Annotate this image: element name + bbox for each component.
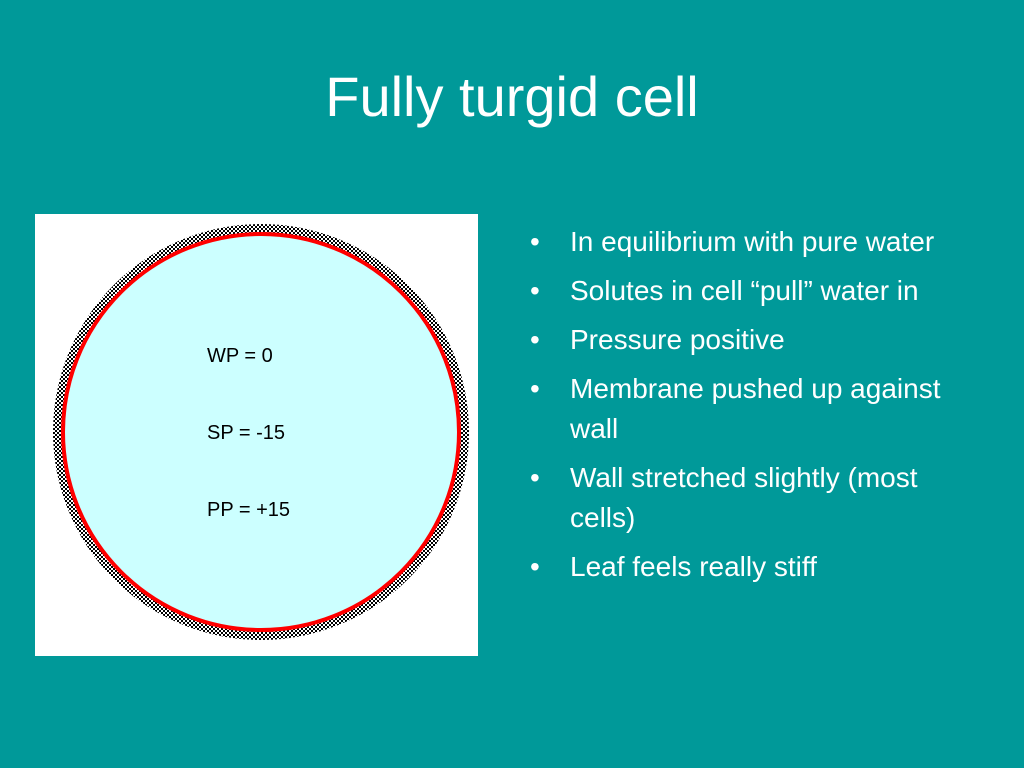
cell-diagram: WP = 0 SP = -15 PP = +15: [35, 214, 478, 656]
bullet-text: Leaf feels really stiff: [570, 551, 817, 582]
cell-diagram-graphic: [53, 224, 469, 640]
bullet-list: • In equilibrium with pure water • Solutes…: [530, 222, 975, 596]
bullet-item: • Wall stretched slightly (most cells): [530, 458, 975, 538]
bullet-glyph: •: [530, 324, 540, 355]
cell-interior: [64, 235, 458, 629]
bullet-text: Membrane pushed up against wall: [570, 373, 941, 444]
slide-title: Fully turgid cell: [325, 65, 699, 128]
bullet-glyph: •: [530, 226, 540, 257]
bullet-text: Solutes in cell “pull” water in: [570, 275, 919, 306]
cell-wall: [53, 224, 469, 640]
water-potential-label: WP = 0: [207, 345, 273, 367]
bullet-text: Pressure positive: [570, 324, 785, 355]
bullet-glyph: •: [530, 275, 540, 306]
bullet-item: • Pressure positive: [530, 320, 975, 360]
bullet-item: • In equilibrium with pure water: [530, 222, 975, 262]
bullet-text: Wall stretched slightly (most cells): [570, 462, 918, 533]
bullet-glyph: •: [530, 462, 540, 493]
bullet-glyph: •: [530, 373, 540, 404]
bullet-text: In equilibrium with pure water: [570, 226, 935, 257]
solute-potential-label: SP = -15: [207, 422, 286, 444]
cell-membrane: [61, 232, 461, 632]
pressure-potential-label: PP = +15: [207, 499, 291, 521]
bullet-glyph: •: [530, 551, 540, 582]
bullet-item: • Leaf feels really stiff: [530, 547, 975, 587]
bullet-item: • Membrane pushed up against wall: [530, 369, 975, 449]
bullet-item: • Solutes in cell “pull” water in: [530, 271, 975, 311]
